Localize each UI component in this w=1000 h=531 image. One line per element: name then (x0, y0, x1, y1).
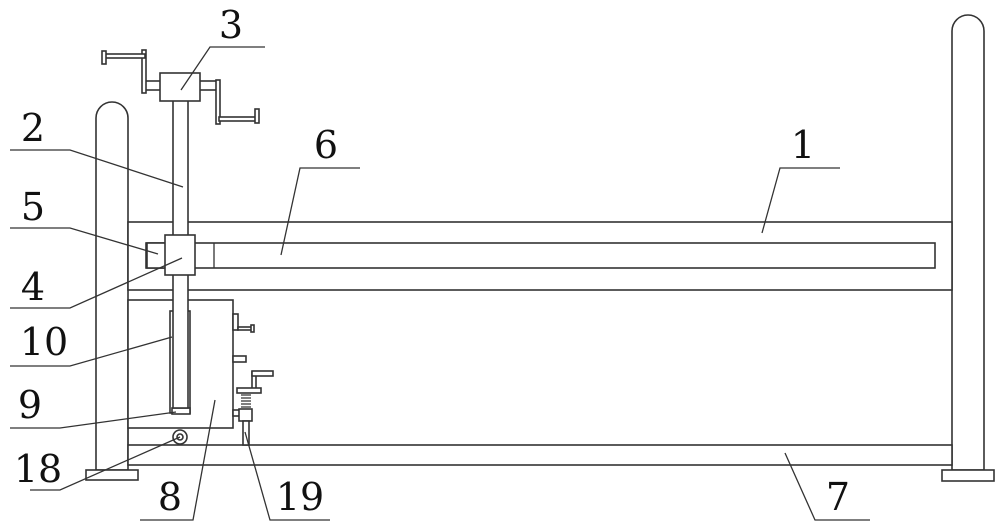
label-19: 19 (276, 475, 324, 519)
spring-latch (236, 370, 274, 446)
slot (145, 242, 936, 269)
label-18: 18 (14, 447, 62, 491)
bottom-plate (171, 407, 191, 415)
right-post (941, 14, 995, 482)
label-1: 1 (791, 123, 815, 167)
left-post (85, 101, 139, 481)
stopper (146, 242, 168, 269)
slider (164, 234, 196, 276)
leader-lines (10, 46, 870, 521)
label-7: 7 (826, 475, 850, 519)
crank-assembly (101, 49, 260, 125)
housing-knob (232, 313, 255, 417)
label-3: 3 (219, 3, 243, 47)
label-2: 2 (21, 106, 45, 150)
base-rail (127, 444, 953, 466)
label-4: 4 (21, 265, 45, 309)
label-9: 9 (18, 383, 42, 427)
label-8: 8 (158, 475, 182, 519)
label-10: 10 (20, 320, 68, 364)
label-5: 5 (21, 185, 45, 229)
label-6: 6 (314, 123, 338, 167)
